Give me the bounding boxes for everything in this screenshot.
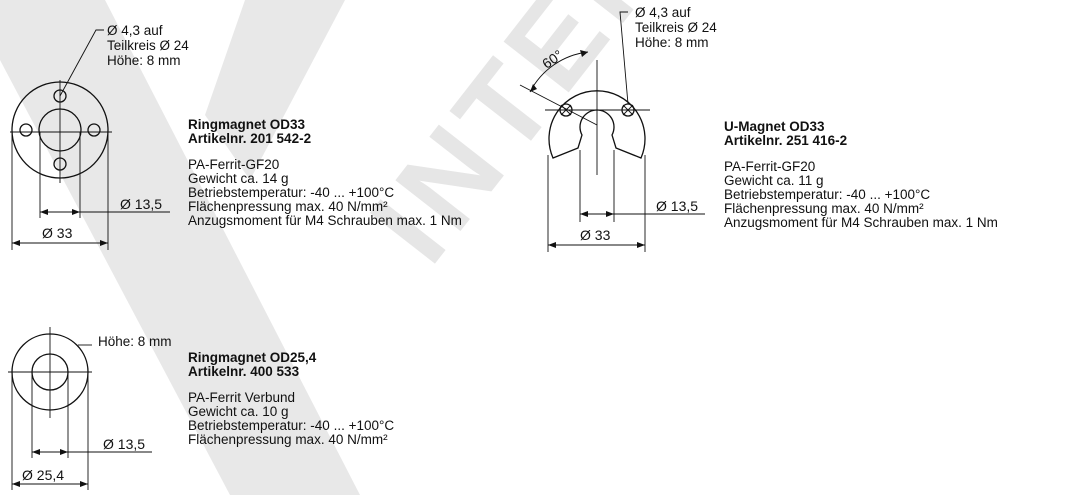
u-magnet-od33-note: Ø 4,3 auf Teilkreis Ø 24 Höhe: 8 mm xyxy=(635,5,717,50)
outer-ring xyxy=(11,81,109,179)
arrow xyxy=(32,449,40,455)
spec-line: Flächenpressung max. 40 N/mm² xyxy=(188,432,388,447)
arrow xyxy=(606,211,614,217)
watermark-band xyxy=(0,0,360,495)
ringmagnet-od33-note: Ø 4,3 auf Teilkreis Ø 24 Höhe: 8 mm xyxy=(107,23,189,68)
note-line: Ø 4,3 auf xyxy=(107,23,163,38)
note-line: Teilkreis Ø 24 xyxy=(635,20,717,35)
spec-line: PA-Ferrit Verbund xyxy=(188,390,296,405)
product-name: Ringmagnet OD25,4 xyxy=(188,350,317,365)
spec-line: Anzugsmoment für M4 Schrauben max. 1 Nm xyxy=(188,213,462,228)
arrow xyxy=(548,242,556,248)
ringmagnet-od33-drawing: Ø 13,5 Ø 33 xyxy=(10,29,170,250)
outer-diameter-label: Ø 33 xyxy=(580,227,611,243)
u-magnet-od33-info: U-Magnet OD33 Artikelnr. 251 416-2 PA-Fe… xyxy=(724,120,998,230)
inner-hole xyxy=(38,108,82,152)
arrow xyxy=(72,209,80,215)
ringmagnet-od25-info: Ringmagnet OD25,4 Artikelnr. 400 533 PA-… xyxy=(188,351,394,447)
note-leader xyxy=(619,11,629,105)
spec-line: Gewicht ca. 10 g xyxy=(188,404,289,419)
product-article: Artikelnr. 201 542-2 xyxy=(188,131,312,146)
spec-line: Gewicht ca. 14 g xyxy=(188,171,289,186)
ringmagnet-od33-info: Ringmagnet OD33 Artikelnr. 201 542-2 PA-… xyxy=(188,118,462,228)
note-leader xyxy=(59,29,104,97)
watermark-band-upper xyxy=(205,0,345,180)
ringmagnet-od25-drawing: Ø 13,5 Ø 25,4 xyxy=(8,327,152,490)
note-line: Höhe: 8 mm xyxy=(635,35,709,50)
note-line: Höhe: 8 mm xyxy=(107,53,181,68)
inner-diameter-label: Ø 13,5 xyxy=(656,198,698,214)
spec-line: Betriebstemperatur: -40 ... +100°C xyxy=(188,418,395,433)
arrow xyxy=(580,211,588,217)
arrow xyxy=(60,449,68,455)
bolt-cross xyxy=(622,104,634,116)
outer-diameter-label: Ø 25,4 xyxy=(22,467,64,483)
spec-line: Betriebstemperatur: -40 ... +100°C xyxy=(724,187,931,202)
spec-line: Anzugsmoment für M4 Schrauben max. 1 Nm xyxy=(724,215,998,230)
spec-line: PA-Ferrit-GF20 xyxy=(724,159,816,174)
bolt-cross xyxy=(560,104,572,116)
spec-line: PA-Ferrit-GF20 xyxy=(188,157,280,172)
arrow xyxy=(637,242,645,248)
product-article: Artikelnr. 400 533 xyxy=(188,364,300,379)
note-line: Teilkreis Ø 24 xyxy=(107,38,189,53)
inner-diameter-label: Ø 13,5 xyxy=(103,436,145,452)
arrow xyxy=(40,209,48,215)
bolt-hole-left xyxy=(559,103,573,117)
bolt-hole-bottom xyxy=(53,157,67,171)
arrow xyxy=(530,84,537,92)
spec-line: Flächenpressung max. 40 N/mm² xyxy=(724,201,924,216)
u-magnet-od33-drawing: 60° Ø 13,5 Ø 33 xyxy=(519,11,705,252)
bolt-hole-top xyxy=(53,89,67,103)
spec-line: Gewicht ca. 11 g xyxy=(724,173,824,188)
product-name: U-Magnet OD33 xyxy=(724,119,825,134)
arrow xyxy=(12,481,20,487)
note-line: Höhe: 8 mm xyxy=(98,334,172,349)
product-name: Ringmagnet OD33 xyxy=(188,117,306,132)
angle-ray xyxy=(519,84,598,126)
spec-line: Flächenpressung max. 40 N/mm² xyxy=(188,199,388,214)
ringmagnet-od25-note: Höhe: 8 mm xyxy=(98,334,172,349)
arrow xyxy=(12,240,20,246)
outer-diameter-label: Ø 33 xyxy=(42,225,73,241)
arrow xyxy=(580,50,588,57)
inner-diameter-label: Ø 13,5 xyxy=(120,196,162,212)
product-article: Artikelnr. 251 416-2 xyxy=(724,133,848,148)
bolt-hole-right xyxy=(87,123,101,137)
bolt-hole-left xyxy=(19,123,33,137)
note-line: Ø 4,3 auf xyxy=(635,5,691,20)
arrow xyxy=(80,481,88,487)
arrow xyxy=(100,240,108,246)
spec-line: Betriebstemperatur: -40 ... +100°C xyxy=(188,185,395,200)
